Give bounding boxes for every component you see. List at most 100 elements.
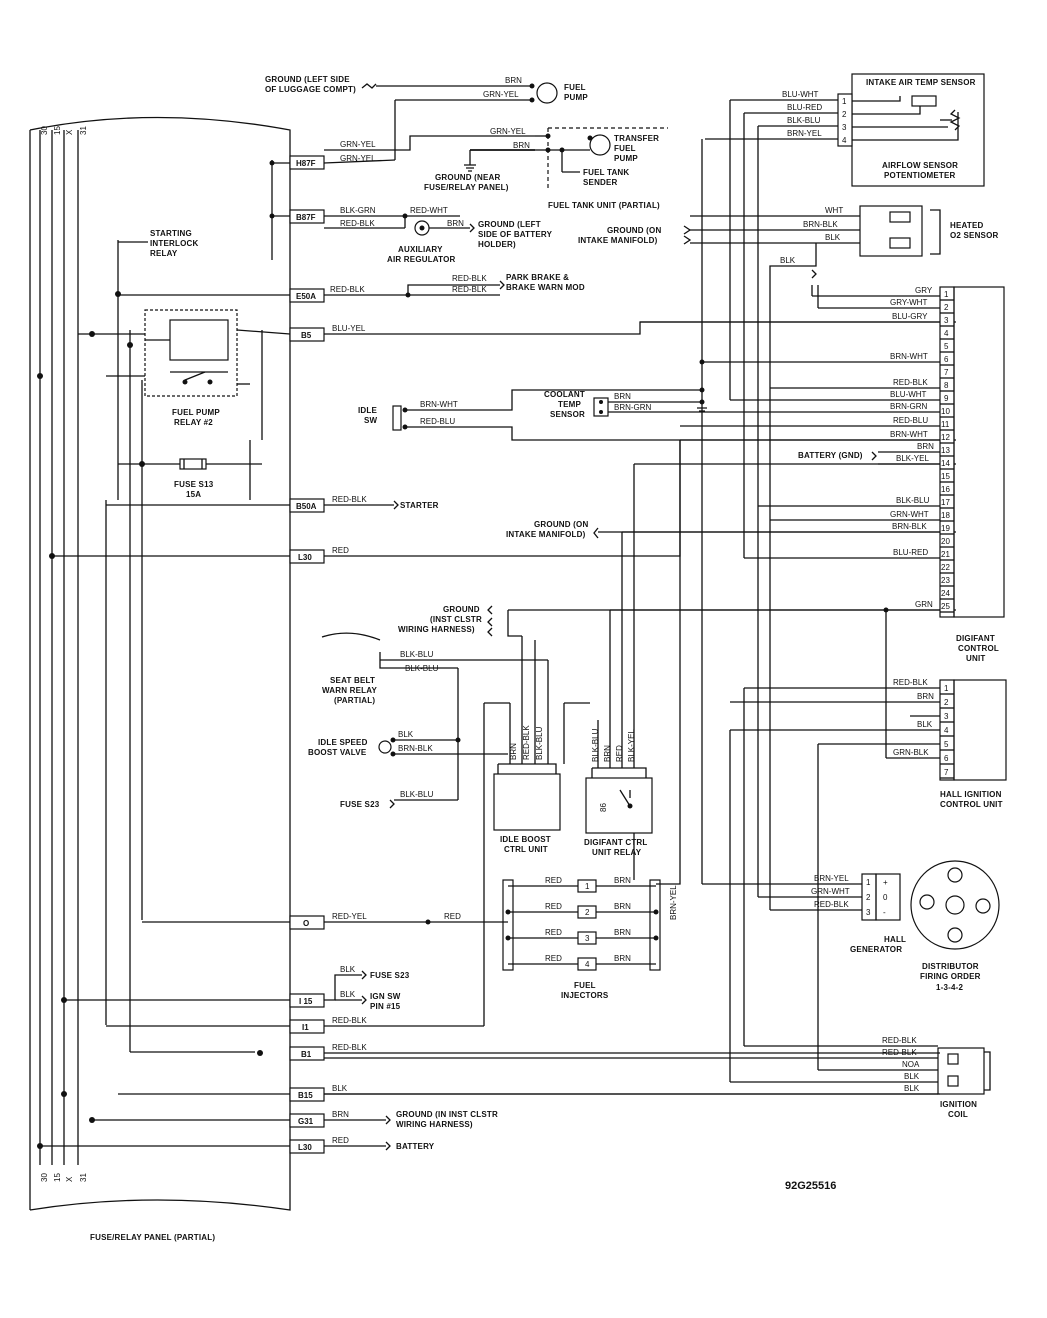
hall-ctrl-pin: 3	[944, 712, 949, 721]
svg-text:RED-BLK: RED-BLK	[332, 1016, 367, 1025]
airflow-sensor: INTAKE AIR TEMP SENSOR 1 2 3 4 AIRFLOW S…	[705, 73, 985, 187]
svg-text:BRN: BRN	[447, 219, 464, 228]
svg-text:BRN-BLK: BRN-BLK	[398, 744, 433, 753]
svg-text:BRN: BRN	[614, 392, 631, 401]
svg-text:1-3-4-2: 1-3-4-2	[936, 983, 964, 992]
svg-text:RED: RED	[545, 902, 562, 911]
svg-text:RELAY: RELAY	[150, 249, 178, 258]
svg-text:BRN-WHT: BRN-WHT	[890, 352, 928, 361]
svg-text:SIDE OF BATTERY: SIDE OF BATTERY	[478, 230, 553, 239]
hall-ctrl-pin: 7	[944, 768, 949, 777]
heated-o2-sensor: WHT BRN-BLK BLK GROUND (ON INTAKE MANIFO…	[578, 205, 998, 520]
bus-label-15-b: 15	[53, 1173, 62, 1182]
digifant-pin: 1	[944, 290, 949, 299]
digifant-ctrl-unit-relay: BLK-BLU BRN RED BLK-YEL 86 DIGIFANT CTRL…	[563, 463, 956, 857]
svg-text:SENDER: SENDER	[583, 178, 618, 187]
svg-text:RED-BLK: RED-BLK	[330, 285, 365, 294]
svg-text:BRN-YEL: BRN-YEL	[669, 885, 678, 920]
starting-interlock-relay: STARTING INTERLOCK RELAY	[115, 229, 290, 297]
svg-text:-: -	[883, 908, 886, 917]
svg-text:GRN-YEL: GRN-YEL	[340, 140, 376, 149]
svg-text:BRN: BRN	[614, 876, 631, 885]
svg-text:BRN: BRN	[505, 76, 522, 85]
svg-text:BLK: BLK	[904, 1072, 920, 1081]
svg-text:BLK-GRN: BLK-GRN	[340, 206, 376, 215]
hall-ctrl-pin: 1	[944, 684, 949, 693]
terminal-b87f: B87F	[296, 213, 316, 222]
svg-text:RED: RED	[444, 912, 461, 921]
hall-ignition-label-1: HALL IGNITION	[940, 790, 1002, 799]
bus-label-x: X	[65, 129, 74, 135]
svg-text:WHT: WHT	[825, 206, 843, 215]
digifant-pin: 3	[944, 316, 949, 325]
svg-text:BLK-BLU: BLK-BLU	[400, 650, 434, 659]
e50a-wiring: RED-BLK RED-BLK RED-BLK PARK BRAKE & BRA…	[324, 273, 585, 298]
terminal-l30b: L30	[298, 1143, 312, 1152]
svg-text:BLK: BLK	[398, 730, 414, 739]
injector-4: RED 4 BRN	[508, 954, 656, 971]
svg-text:RED: RED	[545, 928, 562, 937]
svg-text:CONTROL UNIT: CONTROL UNIT	[940, 800, 1003, 809]
digifant-pin: 17	[941, 498, 950, 507]
fuse-panel-title: FUSE/RELAY PANEL (PARTIAL)	[90, 1233, 215, 1242]
svg-text:CONTROL: CONTROL	[958, 644, 999, 653]
terminal-b5: B5	[301, 331, 312, 340]
svg-text:BRN: BRN	[603, 745, 612, 762]
b15-wiring: BLK	[118, 1084, 940, 1095]
svg-text:+: +	[883, 878, 888, 887]
svg-text:3: 3	[585, 934, 590, 943]
svg-text:UNIT RELAY: UNIT RELAY	[592, 848, 642, 857]
idle-speed-boost-valve: IDLE SPEED BOOST VALVE BLK BRN-BLK FUSE …	[308, 730, 508, 809]
i15-wiring: BLK FUSE S23 BLK IGN SW PIN #15	[61, 965, 410, 1011]
svg-text:BLK: BLK	[340, 990, 356, 999]
svg-text:BOOST VALVE: BOOST VALVE	[308, 748, 367, 757]
l30b-wiring: RED BATTERY	[37, 1136, 435, 1151]
svg-text:RED-BLK: RED-BLK	[332, 1043, 367, 1052]
svg-text:BLK: BLK	[332, 1084, 348, 1093]
coolant-temp-label: COOLANT	[544, 390, 585, 399]
svg-text:WIRING HARNESS): WIRING HARNESS)	[396, 1120, 473, 1129]
digifant-pin: 4	[944, 329, 949, 338]
svg-text:BRN: BRN	[513, 141, 530, 150]
digifant-pin: 15	[941, 472, 950, 481]
digifant-pins: 1234567891011121314151617181920212223242…	[940, 290, 954, 613]
svg-text:BLK-YEL: BLK-YEL	[627, 729, 636, 762]
svg-text:BLU-RED: BLU-RED	[787, 103, 822, 112]
svg-text:TEMP: TEMP	[558, 400, 581, 409]
terminal-e50a: E50A	[296, 292, 316, 301]
digifant-pin: 22	[941, 563, 950, 572]
ignition-coil-label-1: IGNITION	[940, 1100, 977, 1109]
distributor-label: DISTRIBUTOR	[922, 962, 979, 971]
fuel-injectors: RED 1 BRN RED 2 BRN RED 3 BRN RED 4 BRN …	[502, 440, 681, 1000]
fuse-s13-label: FUSE S13	[174, 480, 214, 489]
digifant-pin: 18	[941, 511, 950, 520]
injector-1: RED 1 BRN	[508, 876, 656, 893]
svg-text:BRN-BLK: BRN-BLK	[892, 522, 927, 531]
svg-text:BRN: BRN	[614, 902, 631, 911]
svg-text:RED-YEL: RED-YEL	[332, 912, 367, 921]
svg-text:FUEL: FUEL	[574, 981, 596, 990]
svg-text:GRN: GRN	[915, 600, 933, 609]
svg-text:HOLDER): HOLDER)	[478, 240, 516, 249]
fuse-panel-terminals: H87F B87F E50A B5 B50A L30 O I 15 I1 B1 …	[289, 155, 325, 1154]
svg-text:(PARTIAL): (PARTIAL)	[334, 696, 375, 705]
svg-text:BLU-WHT: BLU-WHT	[890, 390, 927, 399]
digifant-pin: 20	[941, 537, 950, 546]
svg-text:GRN-BLK: GRN-BLK	[893, 748, 929, 757]
terminal-h87f: H87F	[296, 159, 316, 168]
svg-text:NOA: NOA	[902, 1060, 920, 1069]
bus-label-31-b: 31	[79, 1173, 88, 1182]
svg-text:BLU-RED: BLU-RED	[893, 548, 928, 557]
svg-text:86: 86	[599, 803, 608, 812]
svg-text:STARTING: STARTING	[150, 229, 192, 238]
svg-text:SW: SW	[364, 416, 378, 425]
idle-switch-label: IDLE	[358, 406, 377, 415]
svg-text:RED-BLK: RED-BLK	[893, 678, 928, 687]
bus-label-15: 15	[53, 126, 62, 135]
svg-text:BRN: BRN	[917, 692, 934, 701]
svg-text:0: 0	[883, 893, 888, 902]
digifant-pin: 14	[941, 459, 950, 468]
svg-text:RED-BLK: RED-BLK	[452, 285, 487, 294]
svg-text:FUEL TANK: FUEL TANK	[583, 168, 629, 177]
terminal-b15: B15	[298, 1091, 313, 1100]
